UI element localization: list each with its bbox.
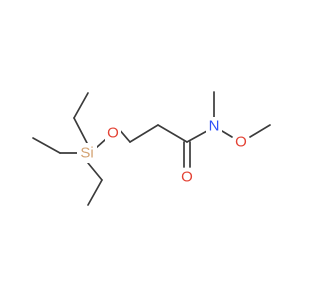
- atom-o-methoxy: O: [233, 133, 249, 151]
- bond-n-o-methoxy: [221, 130, 233, 138]
- bond-o-methoxy-methyl: [249, 124, 271, 138]
- bond-c2-c3: [157, 124, 188, 143]
- bond-si-o-ether: [95, 138, 107, 149]
- bond-ethyl1-a-b: [73, 92, 89, 119]
- bond-si-ethyl1-a: [73, 117, 88, 144]
- bond-c3-n: [186, 130, 208, 143]
- atom-si: Si: [77, 143, 97, 163]
- bond-c1-c2: [129, 124, 159, 143]
- structure-canvas: Si O N O O: [32, 91, 271, 206]
- molecule-diagram: Si O N O O: [32, 91, 271, 206]
- o-carbonyl-label: O: [181, 169, 193, 186]
- si-label: Si: [80, 145, 93, 162]
- o-ether-label: O: [107, 125, 119, 142]
- o-methoxy-label: O: [235, 134, 247, 151]
- bond-si-ethyl3-a: [87, 162, 103, 181]
- bond-ethyl3-a-b: [87, 179, 103, 206]
- atom-o-ether: O: [105, 124, 121, 142]
- atom-o-carbonyl: O: [179, 168, 195, 186]
- n-amide-label: N: [209, 118, 220, 135]
- bond-ethyl2-a-b: [32, 137, 61, 154]
- bonds: [32, 91, 271, 206]
- atom-n-amide: N: [206, 117, 222, 135]
